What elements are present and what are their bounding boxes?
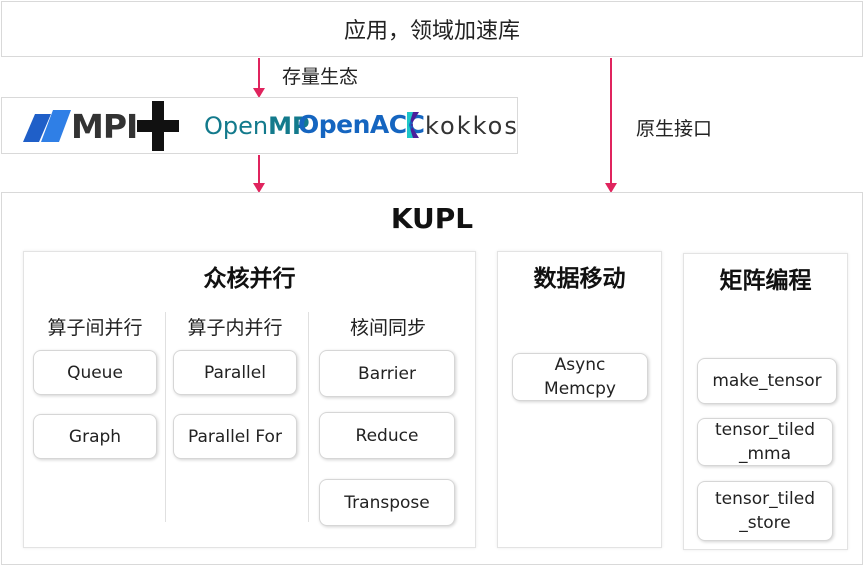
application-domain-libraries-box: 应用，领域加速库 <box>1 1 863 57</box>
inter-op-parallel-title: 算子间并行 <box>47 316 143 339</box>
parallel-button[interactable]: Parallel <box>173 350 297 395</box>
intra-op-parallel-title: 算子内并行 <box>187 316 283 339</box>
arrow-ecosystem-to-kupl <box>258 155 260 185</box>
manycore-parallel-title: 众核并行 <box>203 266 296 292</box>
openmp-logo: OpenMP <box>204 112 310 140</box>
kupl-title-text: KUPL <box>390 201 474 235</box>
make-tensor-button[interactable]: make_tensor <box>697 358 837 404</box>
kupl-title: KUPL <box>1 198 863 238</box>
async-memcpy-button[interactable]: Async Memcpy <box>512 353 648 401</box>
application-domain-libraries-label: 应用，领域加速库 <box>343 19 520 44</box>
arrow-top-to-ecosystem <box>258 58 260 90</box>
inter-core-sync-title: 核间同步 <box>349 316 426 339</box>
native-interface-label: 原生接口 <box>636 118 713 140</box>
kokkos-logo-icon <box>407 112 419 138</box>
arrow-top-to-kupl <box>610 58 612 184</box>
openmp-logo-open: Open <box>204 112 269 140</box>
tensor-tiled-mma-button[interactable]: tensor_tiled _mma <box>697 418 833 466</box>
parallel-for-button[interactable]: Parallel For <box>173 414 297 459</box>
mpi-logo-icon <box>23 110 71 142</box>
transpose-button[interactable]: Transpose <box>319 479 455 526</box>
mpi-logo-text: MPI <box>71 107 138 146</box>
openmp-logo-mp: MP <box>268 112 310 140</box>
existing-ecosystem-label: 存量生态 <box>282 66 359 88</box>
graph-button[interactable]: Graph <box>33 414 157 459</box>
queue-button[interactable]: Queue <box>33 350 157 395</box>
reduce-button[interactable]: Reduce <box>319 412 455 459</box>
ecosystem-logos-box: MPI OpenMP OpenACC kokkos <box>1 97 518 154</box>
arrow-head-top-to-kupl <box>605 183 617 193</box>
matrix-programming-title: 矩阵编程 <box>719 268 812 294</box>
openacc-logo: OpenACC <box>298 110 425 139</box>
kokkos-logo-text: kokkos <box>425 112 519 140</box>
data-movement-title: 数据移动 <box>533 266 626 292</box>
tensor-tiled-store-button[interactable]: tensor_tiled _store <box>697 481 833 541</box>
column-divider-2 <box>308 312 309 522</box>
plus-icon <box>137 101 179 151</box>
column-divider-1 <box>165 312 166 522</box>
arrow-head-ecosystem-to-kupl <box>253 183 265 193</box>
arrow-head-top-to-ecosystem <box>253 88 265 98</box>
barrier-button[interactable]: Barrier <box>319 350 455 397</box>
